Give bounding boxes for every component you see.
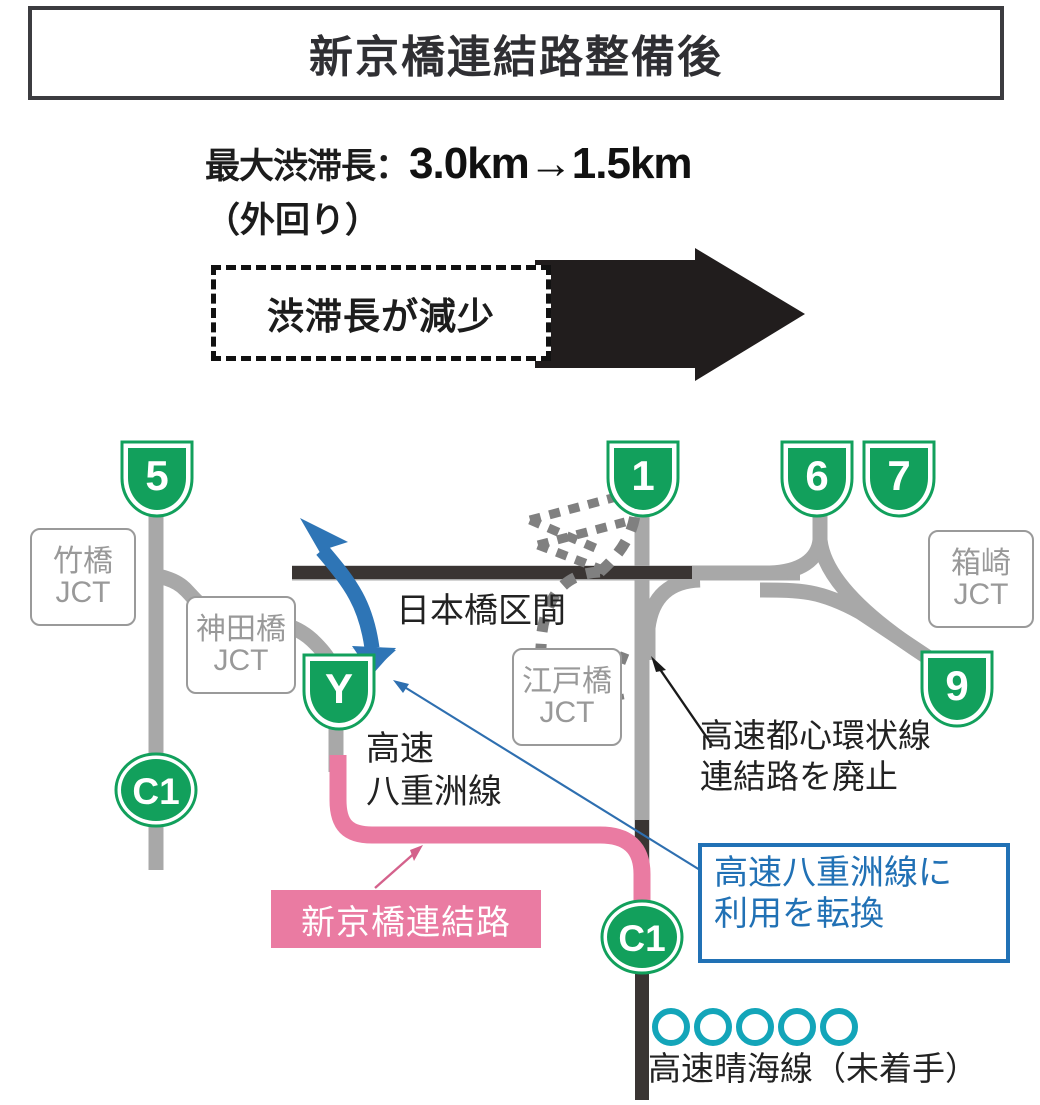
shield-9[interactable]: 9 (920, 650, 994, 728)
svg-text:Y: Y (325, 665, 353, 712)
jct-edobashi-type: JCT (539, 696, 595, 729)
svg-text:C1: C1 (132, 771, 179, 812)
jct-kandabashi[interactable]: 神田橋 JCT (186, 596, 296, 694)
yaesu-shift-line2: 利用を転換 (714, 895, 884, 934)
badge-c1-bottom[interactable]: C1 (600, 899, 684, 975)
yaesu-shift-line1: 高速八重洲線に (714, 854, 952, 892)
svg-text:7: 7 (887, 452, 910, 499)
svg-text:5: 5 (145, 452, 168, 499)
highway-map: 5 1 6 7 9 (0, 400, 1040, 1100)
shinkyobashi-link-route (329, 755, 651, 940)
harumi-dot-icon (652, 1008, 690, 1046)
congestion-stat-direction: （外回り） (205, 201, 381, 240)
yaesu-shift-callout[interactable]: 高速八重洲線に 利用を転換 (698, 843, 1010, 963)
shield-y[interactable]: Y (302, 653, 376, 731)
yaesu-line-label: 高速 八重洲線 (366, 730, 502, 811)
jct-takebashi-name: 竹橋 (53, 544, 113, 578)
svg-text:1: 1 (631, 452, 654, 499)
road-network-svg: 5 1 6 7 9 (114, 440, 994, 1100)
shield-7[interactable]: 7 (862, 440, 936, 518)
yaesu-pointer-arrow (393, 680, 701, 871)
congestion-stat: 最大渋滞長：3.0km→1.5km (205, 138, 693, 189)
harumi-dot-icon (820, 1008, 858, 1046)
reduction-arrow-group: 渋滞長が減少 (205, 248, 815, 383)
reduction-caption-text: 渋滞長が減少 (267, 296, 495, 337)
jct-hakozaki-name: 箱崎 (951, 546, 1011, 580)
shinkyobashi-callout[interactable]: 新京橋連結路 (271, 890, 541, 948)
svg-text:6: 6 (805, 452, 828, 499)
abolish-pointer-arrow (651, 656, 713, 746)
jct-takebashi-type: JCT (55, 576, 111, 609)
shield-6[interactable]: 6 (780, 440, 854, 518)
shield-5[interactable]: 5 (120, 440, 194, 518)
abolish-note-label: 高速都心環状線 連結路を廃止 (700, 717, 931, 796)
jct-edobashi-name: 江戸橋 (522, 664, 612, 698)
jct-kandabashi-type: JCT (213, 644, 269, 677)
shinkyobashi-callout-text: 新京橋連結路 (301, 903, 511, 942)
harumi-line-dots (652, 1008, 858, 1046)
black-right-arrow-icon (535, 248, 805, 381)
badge-c1-left[interactable]: C1 (114, 752, 198, 828)
jct-takebashi[interactable]: 竹橋 JCT (30, 528, 136, 626)
jct-hakozaki-type: JCT (953, 578, 1009, 611)
page-title: 新京橋連結路整備後 (309, 33, 723, 82)
svg-text:9: 9 (945, 662, 968, 709)
removed-ramp-dashed (534, 505, 642, 663)
congestion-stat-value: 3.0km→1.5km (409, 139, 693, 188)
harumi-line-label: 高速晴海線（未着手） (648, 1050, 978, 1087)
nihonbashi-section-label: 日本橋区間 (396, 592, 566, 630)
pink-pointer-arrow (374, 845, 423, 889)
harumi-dot-icon (778, 1008, 816, 1046)
harumi-dot-icon (694, 1008, 732, 1046)
shield-1[interactable]: 1 (606, 440, 680, 518)
page-title-box: 新京橋連結路整備後 (28, 6, 1004, 100)
congestion-stat-label: 最大渋滞長： (205, 147, 410, 186)
svg-text:C1: C1 (618, 918, 665, 959)
jct-edobashi[interactable]: 江戸橋 JCT (512, 648, 622, 746)
jct-kandabashi-name: 神田橋 (196, 612, 286, 646)
harumi-dot-icon (736, 1008, 774, 1046)
jct-hakozaki[interactable]: 箱崎 JCT (928, 530, 1034, 628)
reduction-caption-box: 渋滞長が減少 (211, 265, 551, 361)
